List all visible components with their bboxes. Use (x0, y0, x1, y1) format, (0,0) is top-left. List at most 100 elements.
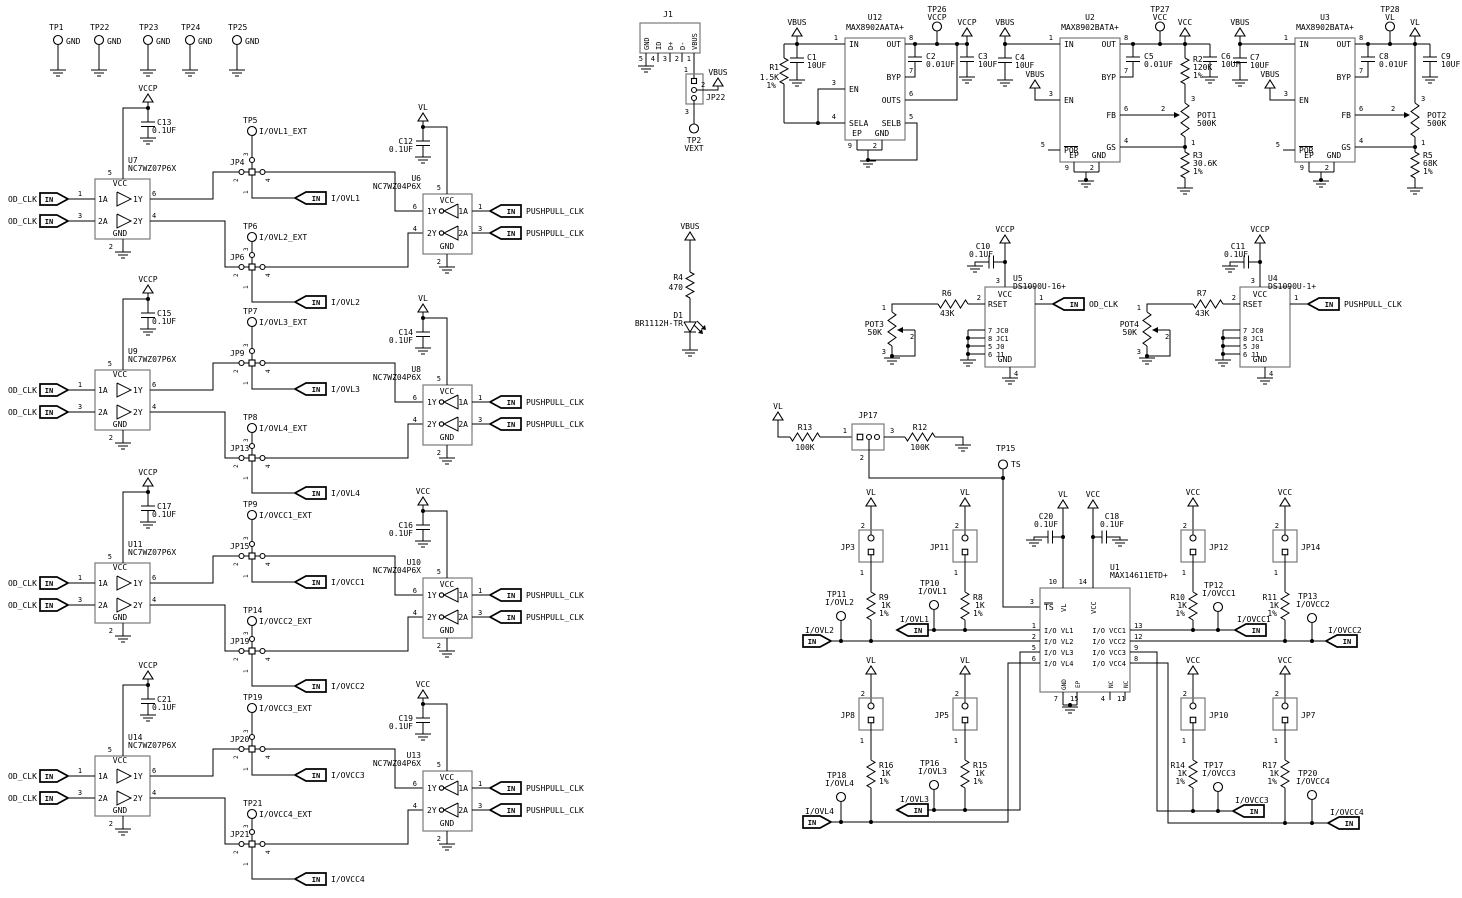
resistor (937, 299, 969, 309)
label-regulators-1-tp-ref: TP27 (1150, 5, 1169, 14)
label-buffer_gate_pins-n2: 2 (109, 627, 113, 635)
in-connector (488, 417, 522, 431)
jumper-pin (238, 552, 245, 560)
label-rows-1-inverter-part: NC7WZ04P6X (373, 373, 421, 382)
jumper-pin (865, 433, 873, 441)
label-buffer_gate_pins-a2: 2A (458, 613, 468, 622)
resistor (887, 311, 897, 347)
label-jumper_pin_numbers-n1: 1 (860, 569, 864, 577)
label-pullups-4-tp-label: I/OVL4 (825, 779, 854, 788)
label-regulator_pins-outs: OUTS (882, 96, 901, 105)
label-regulator_pins-n6: 6 (1359, 105, 1363, 113)
wire (1002, 478, 1040, 608)
jumper-pin (259, 840, 266, 848)
label-rows-3-inverter-ref: U13 (407, 751, 422, 760)
label-rows-3-buffer_cap-val: 0.1UF (152, 703, 176, 712)
label-regulator_pins-en: EN (1064, 96, 1074, 105)
label-buffer_gate_pins-n3: 3 (78, 212, 82, 220)
wire (150, 220, 239, 268)
label-buffer_gate_pins-a2: 2A (98, 408, 108, 417)
label-connector_label: IN (1345, 820, 1353, 828)
test-point (835, 610, 847, 622)
label-rows-2-jumper_b-ext: I/OVCC2_EXT (259, 617, 312, 626)
label-nets-vbus: VBUS (1025, 70, 1044, 79)
in-connector (1233, 623, 1267, 637)
label-buffer_gate_pins-n1: 1 (78, 574, 82, 582)
test-point (246, 702, 258, 714)
label-oscillators-0-rset-val: 43K (940, 309, 955, 318)
power-symbol (959, 496, 971, 507)
label-connector_label: IN (507, 592, 515, 600)
label-regulator_pins-n2: 2 (873, 142, 877, 150)
jumper-pin (961, 716, 969, 724)
label-pullups-5-pwr: VL (960, 656, 970, 665)
label-ts_select-jp-n3: 3 (890, 427, 894, 435)
label-pullups-7-jp: JP7 (1301, 711, 1316, 720)
label-oscillators-1-rset-ref: R7 (1197, 289, 1207, 298)
test-point (928, 599, 940, 611)
label-rows-0-buffer-ref: U7 (128, 156, 138, 165)
jumper-pin (238, 263, 245, 271)
label-signals-od_clk: OD_CLK (8, 217, 37, 226)
label-buffer_gate_pins-y1: 1Y (133, 386, 143, 395)
label-buffer_gate_pins-y1: 1Y (427, 591, 437, 600)
label-oscillators-0-rset-ref: R6 (942, 289, 952, 298)
wire (265, 171, 423, 212)
label-pullups-7-pwr: VCC (1278, 656, 1293, 665)
label-translator-pins-left-0-num: 1 (1032, 622, 1036, 630)
label-pullups-6-tp-ref: TP17 (1204, 761, 1223, 770)
label-buffer_gate_pins-n5: 5 (437, 568, 441, 576)
test-point (142, 34, 154, 46)
label-ts_select-pwr: VL (773, 402, 783, 411)
wire (265, 555, 423, 596)
label-regulator_pins-gs: GS (1341, 143, 1351, 152)
label-buffer_gate_pins-n4: 4 (413, 802, 417, 810)
label-translator-pins-vcc: VCC (1090, 601, 1098, 614)
label-pullups-7-r-ref: R17 (1263, 761, 1278, 770)
label-regulators-2-pot-ref: POT2 (1427, 111, 1446, 120)
label-regulator_pins-n3: 3 (1284, 90, 1288, 98)
label-jumper_pin_numbers-n2: 2 (233, 273, 240, 277)
label-usb-j1-pins-2-num: 3 (663, 55, 667, 63)
label-rows-0-inverter_pwr: VL (418, 103, 428, 112)
label-pullups-3-jp: JP14 (1301, 543, 1320, 552)
resistor (1179, 57, 1191, 85)
label-buffer_gate_pins-gnd: GND (440, 819, 455, 828)
label-translator-pins-right-3-num: 8 (1134, 655, 1138, 663)
buffer-gate (116, 191, 133, 207)
label-rows-2-inverter_cap-ref: C16 (399, 521, 414, 530)
label-connector_label: IN (507, 399, 515, 407)
label-ts_select-r_right-ref: R12 (913, 423, 928, 432)
jumper-pin (961, 534, 969, 542)
label-pullups-1-r-tol: 1% (973, 609, 983, 618)
label-translator-pins-n15: 15 (1070, 695, 1078, 703)
in-connector (293, 295, 327, 309)
buffer-gate (116, 790, 133, 806)
label-regulator_pins-n7: 7 (1124, 67, 1128, 75)
label-regulators-0-rsel-val: 1.5K (760, 73, 779, 82)
label-regulators-1-rbot-val: 30.6K (1193, 159, 1217, 168)
label-jumper_pin_numbers-n4: 4 (265, 657, 272, 661)
label-rows-1-jumper_a-sig: I/OVL3 (331, 385, 360, 394)
in-connector (39, 214, 70, 228)
in-connector (488, 226, 522, 240)
jumper-pin (1189, 548, 1197, 556)
label-jumper_pin_numbers-n1: 1 (243, 190, 250, 194)
wire (974, 261, 989, 266)
label-pullups-4-jp: JP8 (841, 711, 856, 720)
label-pullups-1-tp-label: I/OVL1 (918, 587, 947, 596)
label-oscillators-1-rset-val: 43K (1195, 309, 1210, 318)
junction-dot (1216, 628, 1220, 632)
label-connector_label: IN (45, 795, 53, 803)
label-pullups-2-r-val: 1K (1177, 601, 1187, 610)
label-buffer_gate_pins-vcc: VCC (113, 756, 128, 765)
in-connector (802, 634, 833, 648)
label-regulator_pins-byp: BYP (1337, 73, 1352, 82)
label-signals-pushpull_clk: PUSHPULL_CLK (526, 229, 584, 238)
label-regulator_pins-n2: 2 (1090, 164, 1094, 172)
label-translator-ref: U1 (1110, 563, 1120, 572)
label-rows-0-buffer_cap-ref: C13 (157, 118, 172, 127)
label-regulators-2-ref: U3 (1320, 13, 1330, 22)
label-regulator_pins-byp: BYP (887, 73, 902, 82)
label-pullups-5-jp: JP5 (935, 711, 950, 720)
